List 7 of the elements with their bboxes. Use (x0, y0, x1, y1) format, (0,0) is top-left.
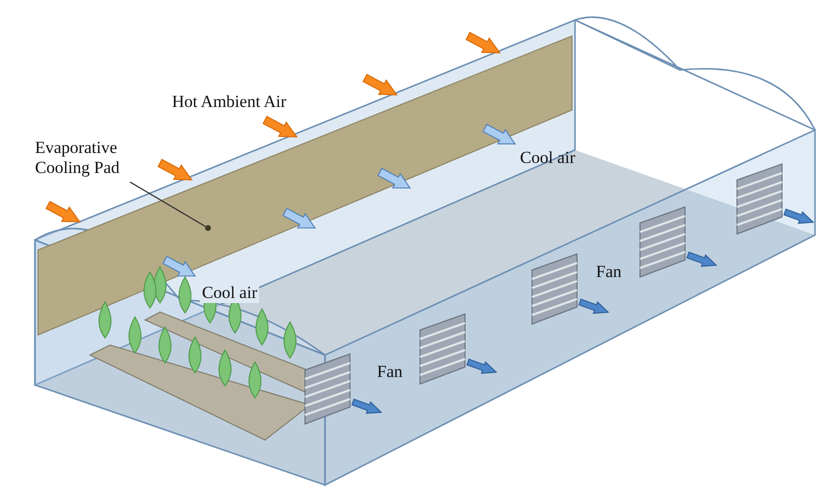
fan-label: Fan (377, 362, 402, 382)
air-label: Cool air (520, 148, 576, 168)
callout-text: Evaporative Cooling Pad (35, 138, 140, 178)
fan-label: Fan (596, 262, 622, 282)
air-label: Hot Ambient Air (172, 92, 286, 112)
air-label: Cool air (200, 283, 260, 303)
leader-line (130, 181, 211, 231)
